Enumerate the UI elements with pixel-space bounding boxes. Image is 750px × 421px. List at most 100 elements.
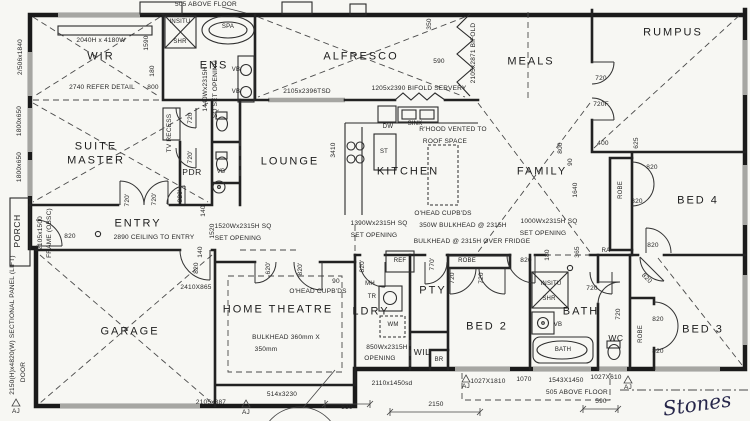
hws-box [281, 1, 313, 15]
label-2890-ceiling-to-entry: 2890 CEILING TO ENTRY [113, 233, 195, 241]
label-robe: ROBE [638, 325, 644, 343]
label-ra: RA [601, 248, 611, 254]
label-pdr: PDR [182, 166, 202, 177]
label-1440wx2315h: 1440Wx2315H [201, 66, 209, 112]
label-alfresco: ALFRESCO [323, 50, 399, 63]
label-vb: VB [216, 169, 226, 175]
label-porch: PORCH [11, 214, 22, 248]
label-wm: WM [387, 322, 399, 328]
label-wc: WC [608, 332, 624, 343]
label-820: 820' [176, 189, 184, 203]
label-140: 140 [196, 246, 204, 258]
label-720: 720 [614, 308, 622, 320]
label-mh: MH [365, 281, 375, 287]
label-stones: Stones [661, 387, 733, 421]
label-bulkhead-360mm-x: BULKHEAD 360mm X [252, 333, 320, 341]
label-frame-obsc: FRAME (OBSC) [45, 208, 53, 258]
label-bed-3: BED 3 [682, 323, 724, 336]
washing-machine-space [379, 315, 406, 338]
spa-icon [201, 15, 255, 45]
label-wil: WIL [413, 346, 431, 357]
label-1390wx2315h-sq: 1390Wx2315H SQ [350, 219, 408, 227]
label-bath: BATH [554, 347, 572, 353]
label-2105x887: 2105x887 [195, 398, 227, 406]
label-r-hood-vented-to: R'HOOD VENTED TO [419, 125, 487, 133]
label-2110x1450sd: 2110x1450sd [371, 379, 413, 387]
label-140: 140 [199, 205, 207, 217]
label-720: 720' [123, 193, 131, 207]
dimension-marks [11, 6, 633, 421]
label-dw: DW [382, 124, 394, 130]
fixtures [57, 15, 621, 364]
label-505-above-floor: 505 ABOVE FLOOR [175, 0, 237, 8]
pier [349, 3, 367, 16]
label-1800x650: 1800x650 [15, 105, 23, 137]
bed2-door [506, 254, 536, 284]
label-505-above-floor: 505 ABOVE FLOOR [546, 388, 608, 396]
pdr-door [166, 185, 186, 205]
label-robe: ROBE [618, 181, 624, 199]
label-350w-bulkhead-2315h: 350W BULKHEAD @ 2315H [419, 221, 507, 229]
label-720: 720 [595, 74, 607, 82]
bed4-robe-doors [631, 161, 655, 207]
label-720: 720' [150, 192, 158, 206]
label-insitu: INSITU [540, 281, 562, 287]
label-625: 625 [632, 137, 640, 149]
label-90: 90 [332, 277, 340, 285]
label-set-opening: SET OPENING [350, 231, 398, 239]
label-pty: PTY [419, 284, 447, 297]
tv-recess [162, 107, 181, 141]
compass-circle [269, 406, 331, 421]
label-spa: SPA [221, 24, 235, 30]
window-segments [27, 12, 748, 409]
label-620: 620' [264, 261, 272, 275]
label-set-opening: SET OPENING [214, 234, 262, 242]
label-home-theatre: HOME THEATRE [222, 303, 334, 316]
door-swings [35, 61, 679, 351]
label-2105x2871-bifold: 2105x2871 BIFOLD [469, 22, 477, 84]
label-820: 820 [64, 232, 76, 240]
label-bulkhead-2315h-over-fridge: BULKHEAD @ 2315H OVER FRIDGE [413, 237, 531, 245]
label-180: 180 [543, 249, 551, 261]
label-2150-h-x4820-w-sectional-panel-lift: 2150(H)x4820(W) SECTIONAL PANEL (LIFT) [8, 255, 16, 395]
bed3-robe-doors [653, 301, 679, 351]
label-aj: AJ [624, 383, 632, 391]
label-2040h-x-4180w: 2040H x 4180W [76, 36, 126, 44]
wc3-door [597, 281, 621, 305]
meter-box [139, 1, 183, 15]
label-1800x650: 1800x650 [15, 151, 23, 183]
label-garage: GARAGE [100, 325, 160, 338]
label-350mm: 350mm [254, 345, 278, 353]
label-1027x1810: 1027X1810 [470, 377, 506, 385]
label-door: DOOR [19, 361, 27, 383]
label-entry: ENTRY [114, 217, 162, 230]
label-400: 400 [597, 139, 609, 147]
ldry-door [359, 261, 386, 288]
label-2-506x1840: 2/506x1840 [16, 39, 24, 75]
label-opening: OPENING [364, 354, 396, 362]
label-820: 820 [652, 347, 664, 355]
island-bulkhead [427, 144, 459, 206]
label-820: 820 [520, 256, 532, 264]
label-o-head-cupb-ds: O'HEAD CUPB'DS [414, 209, 472, 217]
label-br: BR [434, 357, 444, 363]
label-1640: 1640 [571, 182, 579, 198]
cooktop-icon [346, 141, 365, 164]
alfresco-bifold [456, 13, 474, 97]
label-820: 820 [652, 315, 664, 323]
label-720f: 720F [593, 100, 609, 108]
label-insitu: INSITU [169, 19, 191, 25]
interior-walls [9, 1, 747, 408]
label-820: 820 [646, 163, 658, 171]
label-590: 590 [433, 57, 445, 65]
label-sq-set-opening: SQ SET OPENING [211, 59, 219, 119]
bed2-robe-shelf [447, 255, 511, 269]
label-365: 365 [573, 246, 581, 258]
bed4-door [645, 227, 672, 254]
label-master: MASTER [67, 154, 125, 167]
kitchen-bench [344, 105, 478, 215]
label-720: 720 [477, 272, 485, 284]
label-820: 820 [640, 271, 654, 285]
label-850wx2315h: 850Wx2315H [366, 343, 408, 351]
